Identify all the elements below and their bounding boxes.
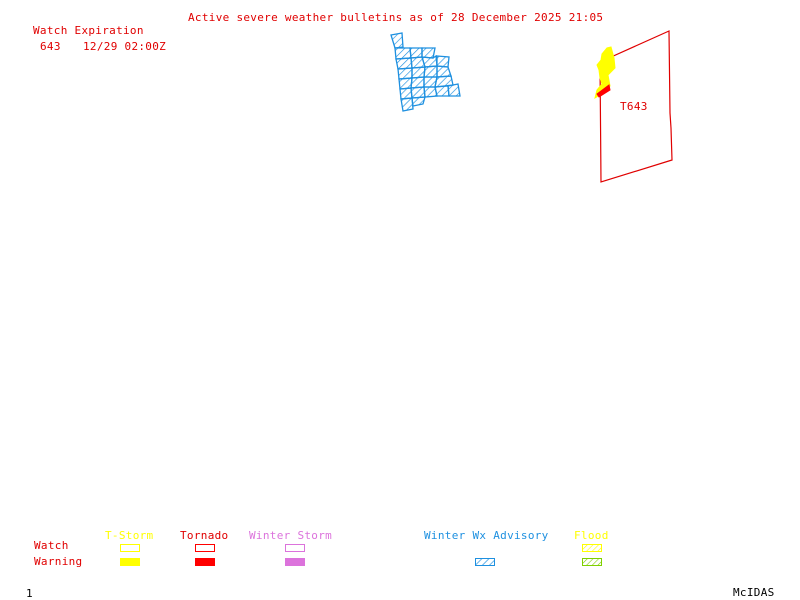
county-polygon <box>390 32 404 49</box>
software-label: McIDAS <box>733 586 775 599</box>
legend-winter-storm-label: Winter Storm <box>249 529 333 542</box>
legend-warning-label: Warning <box>34 555 83 568</box>
legend-tstorm-label: T-Storm <box>105 529 154 542</box>
legend-winter-wx-advisory-label: Winter Wx Advisory <box>424 529 549 542</box>
county-polygon <box>398 77 413 90</box>
legend-winter-wx-advisory-swatch <box>475 558 495 566</box>
county-polygon <box>436 65 452 78</box>
county-polygon <box>410 76 425 89</box>
county-polygon <box>400 97 414 112</box>
county-polygon <box>395 57 413 70</box>
county-polygon <box>399 87 413 100</box>
winter-wx-advisory-area <box>390 32 461 112</box>
legend-tornado-warning-swatch <box>195 558 215 566</box>
watch-expires: 12/29 02:00Z <box>83 40 167 53</box>
watch-label: T643 <box>620 100 648 113</box>
county-polygon <box>447 83 461 97</box>
legend-watch-label: Watch <box>34 539 69 552</box>
legend-flood-watch-swatch <box>582 544 602 552</box>
county-polygon <box>397 67 413 80</box>
legend-tornado-label: Tornado <box>180 529 229 542</box>
county-polygon <box>436 55 450 68</box>
county-polygon <box>409 47 423 59</box>
county-polygon <box>421 47 436 59</box>
watch-expiration-heading: Watch Expiration <box>33 24 144 37</box>
tornado-watch-polygon[interactable] <box>599 30 673 183</box>
legend-tornado-watch-swatch <box>195 544 215 552</box>
legend-winter-storm-warning-swatch <box>285 558 305 566</box>
legend-tstorm-watch-swatch <box>120 544 140 552</box>
county-polygon <box>411 66 426 79</box>
tornado-warning-polygon[interactable] <box>596 84 611 98</box>
county-polygon <box>434 85 450 97</box>
bulletin-title: Active severe weather bulletins as of 28… <box>188 11 604 24</box>
legend-flood-warning-swatch <box>582 558 602 566</box>
county-polygon <box>421 54 438 68</box>
watch-id: 643 <box>40 40 61 53</box>
frame-number: 1 <box>26 587 33 600</box>
legend-flood-label: Flood <box>574 529 609 542</box>
legend-tstorm-warning-swatch <box>120 558 140 566</box>
legend-winter-storm-watch-swatch <box>285 544 305 552</box>
county-polygon <box>423 65 438 78</box>
county-polygon <box>410 86 426 99</box>
county-polygon <box>394 47 412 60</box>
county-polygon <box>411 96 426 107</box>
